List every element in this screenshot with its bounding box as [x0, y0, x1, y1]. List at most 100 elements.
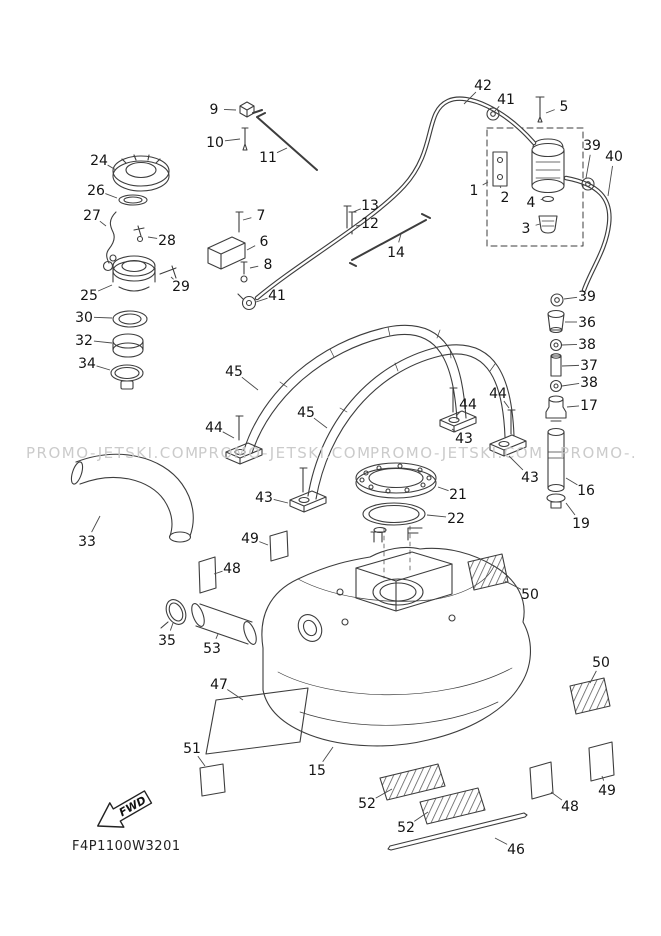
- callout-label-53: 53: [203, 641, 221, 657]
- callout-label-44: 44: [459, 397, 477, 413]
- callout-leader-41: [255, 297, 268, 303]
- callout-leader-44: [503, 400, 510, 409]
- callout-label-50: 50: [592, 655, 610, 671]
- fwd-arrow: FWD: [97, 790, 153, 828]
- callout-label-27: 27: [83, 208, 101, 224]
- callout-label-43: 43: [521, 470, 539, 486]
- callout-leader-39: [563, 296, 578, 300]
- part-code: F4P1100W3201: [72, 839, 181, 854]
- callout-leader-17: [566, 405, 580, 408]
- callout-leader-9: [223, 109, 237, 111]
- callout-label-26: 26: [87, 183, 105, 199]
- callout-leader-39: [585, 154, 591, 179]
- callout-leader-2: [499, 185, 502, 189]
- callout-label-49: 49: [598, 783, 616, 799]
- callout-label-6: 6: [260, 234, 269, 250]
- callout-leader-3: [535, 223, 541, 226]
- callout-label-21: 21: [449, 487, 467, 503]
- callout-leader-29: [170, 276, 174, 280]
- callout-label-15: 15: [308, 763, 326, 779]
- callout-label-25: 25: [80, 288, 98, 304]
- callout-label-2: 2: [501, 190, 510, 206]
- fuel-tank-body: [261, 525, 532, 747]
- fuel-sender-parts: [355, 462, 437, 526]
- callout-label-34: 34: [78, 356, 96, 372]
- callout-label-46: 46: [507, 842, 525, 858]
- callout-leader-11: [276, 147, 288, 154]
- callout-leader-48: [550, 791, 563, 801]
- fastener-parts: [207, 101, 431, 311]
- callout-label-10: 10: [206, 135, 224, 151]
- callout-label-52: 52: [358, 796, 376, 812]
- callout-label-36: 36: [578, 315, 596, 331]
- callout-label-47: 47: [210, 677, 228, 693]
- callout-label-44: 44: [205, 420, 223, 436]
- callout-leader-22: [426, 514, 447, 518]
- callout-label-50: 50: [521, 587, 539, 603]
- callout-label-38: 38: [580, 375, 598, 391]
- pad-parts: [198, 530, 615, 851]
- callout-label-52: 52: [397, 820, 415, 836]
- callout-label-49: 49: [241, 531, 259, 547]
- callout-label-13: 13: [361, 198, 379, 214]
- callout-label-4: 4: [527, 195, 536, 211]
- callout-leader-13: [352, 208, 361, 213]
- callout-label-43: 43: [255, 490, 273, 506]
- callout-label-45: 45: [225, 364, 243, 380]
- callout-label-48: 48: [561, 799, 579, 815]
- callout-leader-40: [607, 165, 613, 197]
- callout-leader-43: [451, 428, 457, 433]
- callout-label-24: 24: [90, 153, 108, 169]
- callout-leader-38: [561, 383, 580, 387]
- callout-label-16: 16: [577, 483, 595, 499]
- callout-leader-43: [508, 455, 524, 471]
- callout-leader-26: [105, 193, 118, 199]
- watermark-layer: PROMO-JETSKI.COMPROMO-JETSKI.COMPROMO-JE…: [26, 444, 637, 462]
- callout-leader-42: [463, 91, 477, 105]
- callout-leader-4: [540, 198, 544, 201]
- callout-leader-28: [147, 236, 158, 239]
- callout-leader-19: [565, 502, 576, 516]
- callout-label-44: 44: [489, 386, 507, 402]
- fuel-pickup-parts: [545, 293, 567, 509]
- callout-leader-50: [589, 670, 597, 684]
- callout-leader-50: [504, 580, 522, 590]
- callout-label-33: 33: [78, 534, 96, 550]
- callout-label-3: 3: [522, 221, 531, 237]
- callout-label-51: 51: [183, 741, 201, 757]
- callout-leader-21: [437, 486, 449, 492]
- callout-label-48: 48: [223, 561, 241, 577]
- filler-cap-parts: [102, 154, 177, 390]
- callout-leader-45: [313, 417, 328, 429]
- callout-label-41: 41: [268, 288, 286, 304]
- callout-leader-53: [215, 633, 219, 639]
- callout-leader-33: [91, 515, 101, 533]
- callout-label-30: 30: [75, 310, 93, 326]
- callout-leader-35: [169, 622, 174, 631]
- callout-label-45: 45: [297, 405, 315, 421]
- callout-leader-24: [107, 164, 117, 171]
- callout-leader-7: [242, 217, 252, 221]
- callout-leader-8: [249, 265, 259, 269]
- callout-label-1: 1: [470, 183, 479, 199]
- callout-leader-1: [482, 181, 489, 186]
- callout-leader-44: [455, 410, 462, 417]
- callout-leader-44: [222, 431, 235, 439]
- callout-label-39: 39: [583, 138, 601, 154]
- watermark-text: PROMO-.: [560, 444, 637, 462]
- callout-leader-45: [241, 376, 259, 391]
- callout-leader-51: [197, 755, 206, 767]
- callout-label-35: 35: [158, 633, 176, 649]
- callout-label-5: 5: [560, 99, 569, 115]
- callout-label-8: 8: [264, 257, 273, 273]
- callout-leader-46: [494, 837, 508, 845]
- callout-label-28: 28: [158, 233, 176, 249]
- callout-label-38: 38: [578, 337, 596, 353]
- callout-label-12: 12: [361, 216, 379, 232]
- callout-label-40: 40: [605, 149, 623, 165]
- callout-leader-49: [259, 541, 269, 546]
- callout-leader-47: [227, 689, 244, 701]
- callout-label-7: 7: [257, 208, 266, 224]
- callout-label-14: 14: [387, 245, 405, 261]
